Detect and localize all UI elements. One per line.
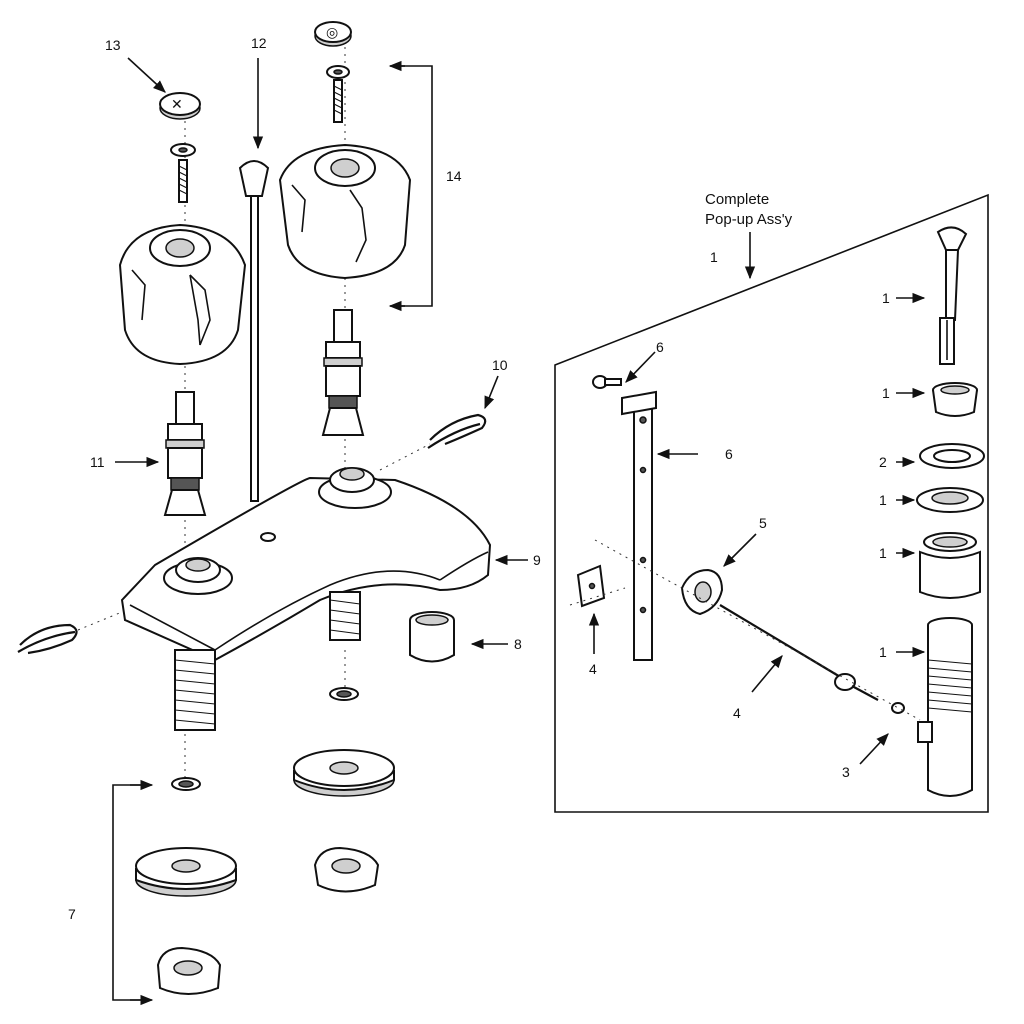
handle-screw-right	[326, 65, 350, 123]
callout-1-flange: 1	[882, 385, 890, 401]
svg-text:✕: ✕	[171, 96, 183, 112]
callout-10: 10	[492, 357, 508, 373]
shank-right	[329, 591, 361, 641]
flange-gasket	[919, 443, 985, 469]
callout-6-strap: 6	[725, 446, 733, 462]
callout-7: 7	[68, 906, 76, 922]
pivot-nut	[680, 568, 724, 616]
callout-13: 13	[105, 37, 121, 53]
mounting-hardware-left	[135, 777, 237, 995]
valve-cartridge-left	[163, 391, 207, 516]
body-nut	[919, 532, 981, 599]
callout-1-stopper: 1	[882, 290, 890, 306]
clevis-screw	[592, 375, 622, 389]
gasket-clip-lower	[17, 611, 123, 655]
callout-14: 14	[446, 168, 462, 184]
pop-up-stopper	[936, 226, 968, 365]
clip-axis-line	[569, 587, 626, 606]
pivot-seal	[891, 702, 905, 714]
callout-1-assembly: 1	[710, 249, 718, 265]
body-washer	[916, 487, 984, 513]
aerator	[409, 611, 455, 663]
spring-clip	[576, 564, 606, 608]
svg-text:◎: ◎	[326, 24, 338, 40]
shank-left	[174, 649, 216, 731]
assembly-title-line1: Complete	[705, 191, 769, 208]
handle-screw-left	[170, 143, 196, 203]
callout-1-nut: 1	[879, 545, 887, 561]
pop-up-assembly-panel: Complete Pop-up Ass'y 1	[554, 191, 989, 813]
valve-cartridge-right	[321, 309, 365, 436]
callout-5: 5	[759, 515, 767, 531]
callout-1-washer: 1	[879, 492, 887, 508]
index-button-left: ✕	[159, 92, 201, 120]
callout-6-screw: 6	[656, 339, 664, 355]
faucet-body	[120, 467, 492, 662]
callout-11: 11	[90, 454, 105, 470]
acrylic-handle-right	[278, 143, 412, 280]
acrylic-handle-left	[118, 223, 247, 366]
assembly-title-line2: Pop-up Ass'y	[705, 211, 793, 228]
pivot-axis-line	[594, 539, 921, 721]
gasket-clip-upper	[379, 413, 487, 471]
callout-3: 3	[842, 764, 850, 780]
mounting-hardware-right	[293, 687, 395, 893]
callout-2-gasket: 2	[879, 454, 887, 470]
callout-1-body: 1	[879, 644, 887, 660]
index-button-right: ◎	[314, 21, 352, 47]
flange-ring	[932, 382, 978, 417]
callout-4-clip: 4	[589, 661, 597, 677]
callout-4-rod: 4	[733, 705, 741, 721]
clevis-strap	[621, 390, 657, 661]
callout-8: 8	[514, 636, 522, 652]
callout-12: 12	[251, 35, 267, 51]
callout-9: 9	[533, 552, 541, 568]
pop-up-lift-rod	[238, 160, 270, 502]
drain-body	[917, 617, 973, 797]
